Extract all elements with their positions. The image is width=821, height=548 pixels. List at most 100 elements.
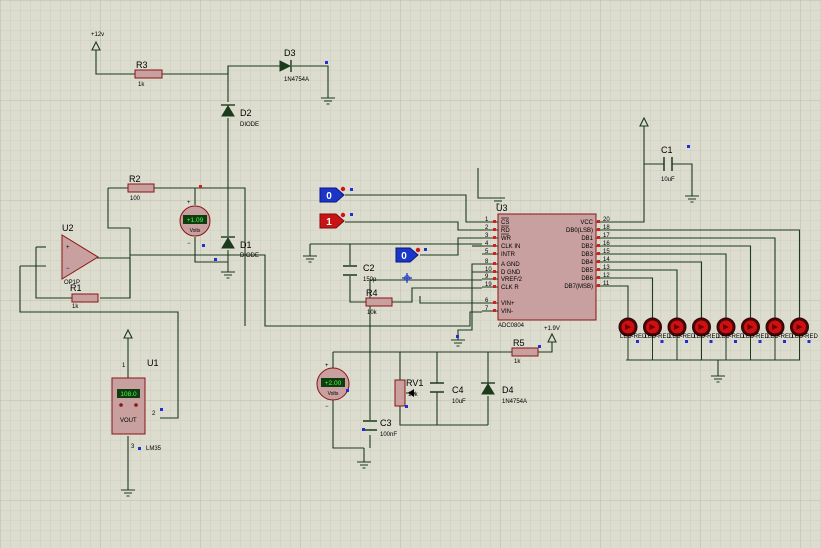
diode-d3[interactable]: D3 1N4754A — [279, 48, 309, 83]
resistor-r5[interactable]: R5 1k — [511, 338, 539, 365]
u1-vout-label: VOUT — [120, 418, 137, 424]
ground-symbol — [303, 255, 317, 263]
d1-value: DIODE — [240, 253, 259, 259]
r4-value: 10k — [367, 310, 378, 316]
capacitor-c1[interactable]: C1 10uF — [661, 145, 675, 183]
ground-symbol — [357, 461, 371, 469]
potentiometer-rv1[interactable]: RV1 10k — [394, 378, 423, 407]
diode-d1[interactable]: D1 DIODE — [221, 236, 259, 259]
led-label: LED-RED — [669, 334, 696, 340]
u1-pin1: 1 — [122, 363, 126, 369]
rv1-value: 10k — [408, 392, 419, 398]
led[interactable]: LED-RED — [667, 317, 696, 360]
adc-pin-name: VIN- — [501, 309, 513, 315]
adc-pin-name: DB3 — [581, 252, 593, 258]
probe-crosshair-icon[interactable] — [402, 273, 412, 283]
voltmeter-2-unit: Volts — [328, 391, 339, 397]
diode-d2[interactable]: D2 DIODE — [221, 104, 259, 128]
opamp-u2[interactable]: + − U2 OP1P — [61, 223, 99, 286]
ground-symbol — [491, 197, 505, 205]
voltmeter-1[interactable]: +1.09 Volts + − — [179, 200, 211, 247]
d2-ref: D2 — [240, 108, 252, 118]
svg-text:−: − — [325, 404, 329, 410]
r1-value: 1k — [72, 304, 79, 310]
supply-12v-terminal[interactable]: +12v — [91, 32, 104, 51]
capacitor-c3[interactable]: C3 100nF — [363, 418, 397, 438]
adc-pin-name: DB5 — [581, 268, 593, 274]
adc-pin-name: DB7(MSB) — [564, 284, 593, 290]
led[interactable]: LED-RED — [790, 317, 819, 360]
vcc-terminal-lm35[interactable] — [123, 328, 133, 339]
ground-symbol — [685, 195, 699, 203]
c2-value: 150p — [363, 277, 377, 283]
led[interactable]: LED-RED — [692, 317, 721, 360]
adc-pin-number: 12 — [603, 273, 610, 279]
led[interactable]: LED-RED — [643, 317, 672, 360]
resistor-r3[interactable]: R3 1k — [134, 60, 163, 88]
sensor-u1-lm35[interactable]: 108.0 VOUT U1 LM35 1 2 3 — [111, 358, 162, 452]
resistor-r2[interactable]: R2 100 — [127, 174, 155, 202]
adc-pin-name: VIN+ — [501, 301, 515, 307]
voltmeter-2[interactable]: +2.00 Volts + − — [316, 363, 350, 410]
led[interactable]: LED-RED — [765, 317, 794, 360]
adc-pin-name: DB2 — [581, 244, 593, 250]
led[interactable]: LED-RED — [716, 317, 745, 360]
adc-pin-number: 7 — [485, 306, 489, 312]
logic-state-wr[interactable]: 0 — [395, 247, 421, 263]
u1-adjust-buttons[interactable] — [119, 403, 138, 407]
d3-value: 1N4754A — [284, 77, 309, 83]
capacitor-c4[interactable]: C4 10uF — [430, 382, 466, 405]
adc-pin-name: INTR — [501, 252, 516, 258]
led-label: LED-RED — [767, 334, 794, 340]
vcc-terminal-top[interactable] — [639, 116, 649, 127]
resistor-r1[interactable]: R1 1k — [70, 283, 99, 310]
r5-ref: R5 — [513, 338, 525, 348]
led[interactable]: LED-RED — [618, 317, 647, 360]
led-bargraph: LED-REDLED-REDLED-REDLED-REDLED-REDLED-R… — [618, 317, 819, 360]
logic-state-rd[interactable]: 1 — [319, 212, 346, 229]
svg-text:−: − — [66, 266, 70, 272]
supply-19v-terminal[interactable]: +1.9V — [544, 326, 560, 343]
adc-pin-number: 18 — [603, 225, 610, 231]
adc-pin-number: 2 — [485, 225, 489, 231]
logic-state-wr-value: 0 — [401, 251, 407, 262]
c4-value: 10uF — [452, 399, 466, 405]
capacitor-c2[interactable]: C2 150p — [343, 263, 377, 283]
resistor-r4[interactable]: R4 10k — [365, 288, 393, 316]
ground-symbol — [711, 375, 725, 383]
r2-value: 100 — [130, 196, 141, 202]
adc-pin-name: CLK R — [501, 285, 519, 291]
pin-markers — [138, 61, 690, 450]
diode-d4[interactable]: D4 1N4754A — [481, 382, 527, 405]
voltmeter-1-reading: +1.09 — [187, 217, 204, 224]
logic-state-cs[interactable]: 0 — [319, 186, 346, 203]
led[interactable]: LED-RED — [741, 317, 770, 360]
adc-pin-number: 17 — [603, 233, 610, 239]
adc-pin-name: VCC — [580, 220, 593, 226]
led-label: LED-RED — [792, 334, 819, 340]
led-label: LED-RED — [620, 334, 647, 340]
